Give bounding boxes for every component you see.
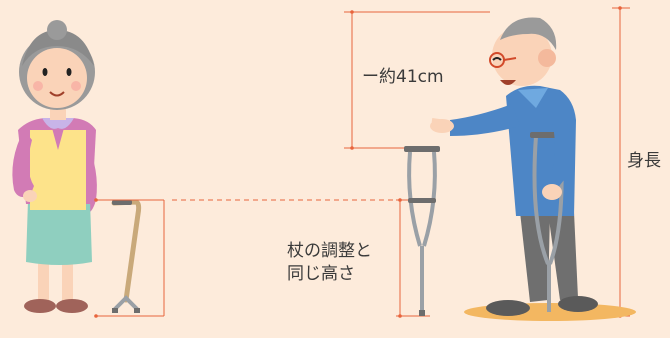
elderly-man-figure — [430, 17, 636, 321]
elderly-woman-figure — [12, 20, 97, 313]
cane-note-line-2: 同じ高さ — [287, 263, 355, 284]
height-label: 身長 — [627, 151, 661, 171]
cane-note-line-1: 杖の調整と — [287, 241, 372, 261]
cane-height-note: 杖の調整と 同じ高さ — [287, 240, 372, 286]
crutch-icon — [404, 146, 440, 316]
quad-cane-icon — [111, 199, 142, 313]
measure-label: ー約41cm — [362, 67, 444, 87]
